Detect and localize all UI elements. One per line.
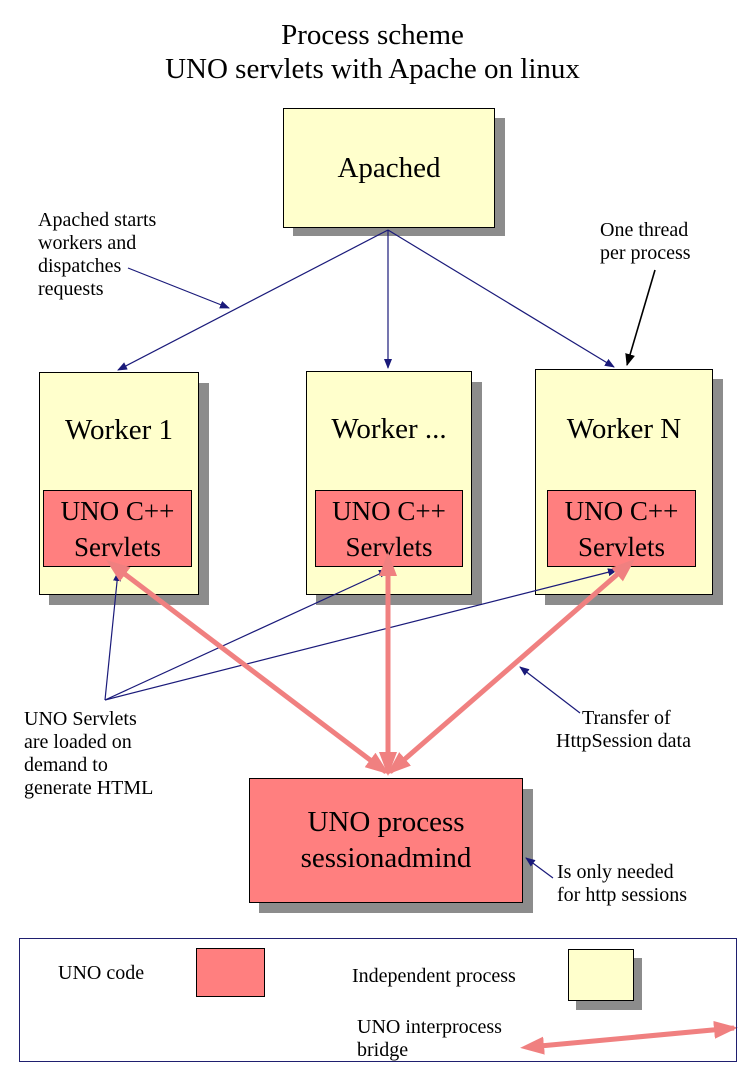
bridge-worker-n bbox=[386, 558, 636, 775]
transfer-note-line: HttpSession data bbox=[556, 730, 691, 752]
session-note-pointer bbox=[525, 857, 554, 879]
dispatch-arrow-worker-n bbox=[387, 229, 615, 368]
servlets-loaded-note-line: generate HTML bbox=[24, 777, 154, 799]
thread-note-pointer bbox=[625, 269, 656, 366]
dispatch-note-pointer bbox=[127, 267, 230, 309]
legend-bridge-symbol bbox=[520, 1020, 738, 1055]
servlets-loaded-note-line: UNO Servlets bbox=[24, 708, 137, 730]
worker-1-label: Worker 1 bbox=[65, 414, 173, 446]
legend-bridge-label-line1: UNO interprocess bbox=[357, 1016, 502, 1038]
thread-note-line: per process bbox=[600, 242, 691, 264]
dispatch-note-line: workers and bbox=[38, 232, 137, 254]
load-pointer-worker-1 bbox=[104, 571, 122, 701]
legend-independent-process-label: Independent process bbox=[352, 965, 516, 987]
diagram-title-line1: Process scheme bbox=[281, 19, 464, 51]
worker-2-servlets-line1: UNO C++ bbox=[332, 496, 446, 526]
dispatch-note-line: dispatches bbox=[38, 255, 122, 277]
sessionadmind-line2: sessionadmind bbox=[300, 842, 472, 874]
worker-1-servlets-line2: Servlets bbox=[74, 532, 161, 562]
legend-uno-code-label: UNO code bbox=[58, 962, 145, 984]
servlets-loaded-note-line: demand to bbox=[24, 754, 108, 776]
dispatch-note-line: requests bbox=[38, 278, 104, 300]
servlets-loaded-note: UNO Servlets are loaded on demand to gen… bbox=[24, 708, 153, 800]
thread-note: One thread per process bbox=[600, 219, 691, 265]
legend-process-swatch bbox=[568, 949, 634, 1001]
session-note: Is only needed for http sessions bbox=[557, 861, 687, 907]
apached-box: Apached bbox=[283, 108, 495, 228]
legend-bridge-label: UNO interprocess bridge bbox=[357, 1016, 502, 1062]
apached-label: Apached bbox=[337, 152, 441, 184]
worker-n-servlets-line1: UNO C++ bbox=[564, 496, 679, 526]
legend-uno-code-swatch bbox=[196, 948, 265, 997]
dispatch-note-line: Apached starts bbox=[38, 209, 157, 231]
session-note-line: for http sessions bbox=[557, 884, 687, 906]
servlets-loaded-note-line: are loaded on bbox=[24, 731, 132, 753]
worker-n-servlets-line2: Servlets bbox=[578, 532, 665, 562]
worker-n-label: Worker N bbox=[566, 413, 682, 445]
dispatch-arrow-worker-1 bbox=[117, 229, 389, 371]
dispatch-note: Apached starts workers and dispatches re… bbox=[38, 209, 156, 301]
bridge-worker-1 bbox=[106, 559, 390, 775]
thread-note-line: One thread bbox=[600, 219, 689, 241]
load-pointer-worker-n bbox=[104, 568, 618, 701]
worker-n-servlets: UNO C++ Servlets bbox=[547, 490, 696, 567]
transfer-note: Transfer of HttpSession data bbox=[556, 707, 721, 753]
transfer-note-line: Transfer of bbox=[582, 707, 671, 729]
sessionadmind-box: UNO process sessionadmind bbox=[249, 778, 523, 903]
diagram-title-line2: UNO servlets with Apache on linux bbox=[165, 53, 580, 85]
session-note-line: Is only needed bbox=[557, 861, 674, 883]
legend-bridge-label-line2: bridge bbox=[357, 1039, 409, 1061]
worker-1-servlets-line1: UNO C++ bbox=[60, 496, 175, 526]
worker-2-label: Worker ... bbox=[331, 413, 447, 445]
sessionadmind-line1: UNO process bbox=[307, 806, 465, 838]
legend-panel bbox=[19, 938, 737, 1062]
